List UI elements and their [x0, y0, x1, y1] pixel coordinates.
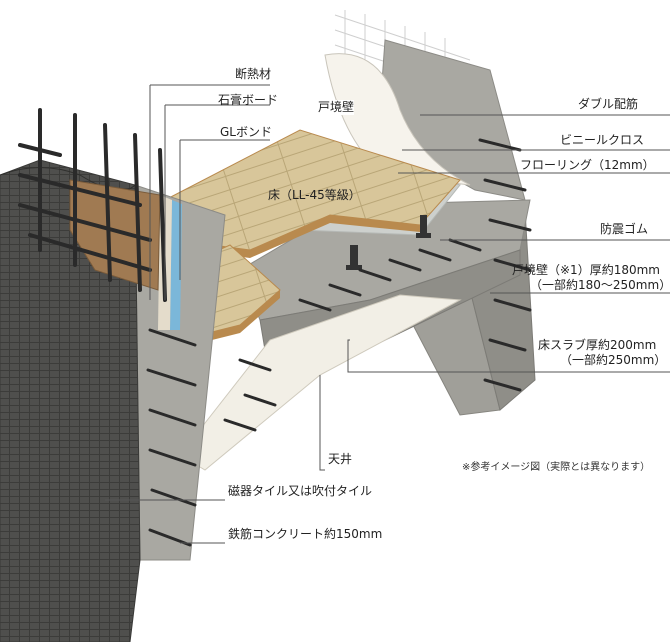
label-ceiling: 天井	[328, 452, 353, 466]
vinyl-cloth-sheet	[324, 53, 471, 186]
label-vinyl-cloth: ビニールクロス	[560, 133, 645, 147]
label-party-wall-thickness-2: （一部約180～250mm）	[530, 278, 670, 292]
label-flooring: フローリング（12mm）	[520, 158, 655, 172]
rebar-stubs	[146, 138, 532, 547]
label-party-wall-top: 戸境壁	[318, 100, 355, 115]
rebar-grid	[18, 108, 167, 302]
label-rc-wall: 鉄筋コンクリート約150mm	[228, 527, 383, 541]
label-slab-thickness-2: （一部約250mm）	[560, 353, 667, 367]
label-slab-thickness-1: 床スラブ厚約200mm	[538, 338, 657, 352]
label-party-wall-thickness-1: 戸境壁（※1）厚約180mm	[512, 263, 660, 277]
label-tile: 磁器タイル又は吹付タイル	[228, 484, 373, 498]
label-vibration-rubber: 防震ゴム	[600, 222, 649, 236]
label-insulation: 断熱材	[235, 67, 272, 81]
blue-insulation-strip	[170, 200, 182, 330]
ceiling-board	[179, 294, 462, 471]
label-floor-grade: 床（LL-45等級）	[268, 188, 361, 202]
label-note: ※参考イメージ図（実際とは異なります）	[462, 462, 651, 473]
label-double-rebar: ダブル配筋	[578, 97, 639, 111]
leader-lines	[105, 84, 670, 544]
label-gl-bond: GLボンド	[220, 125, 272, 139]
label-gypsum-board: 石膏ボード	[218, 93, 279, 107]
